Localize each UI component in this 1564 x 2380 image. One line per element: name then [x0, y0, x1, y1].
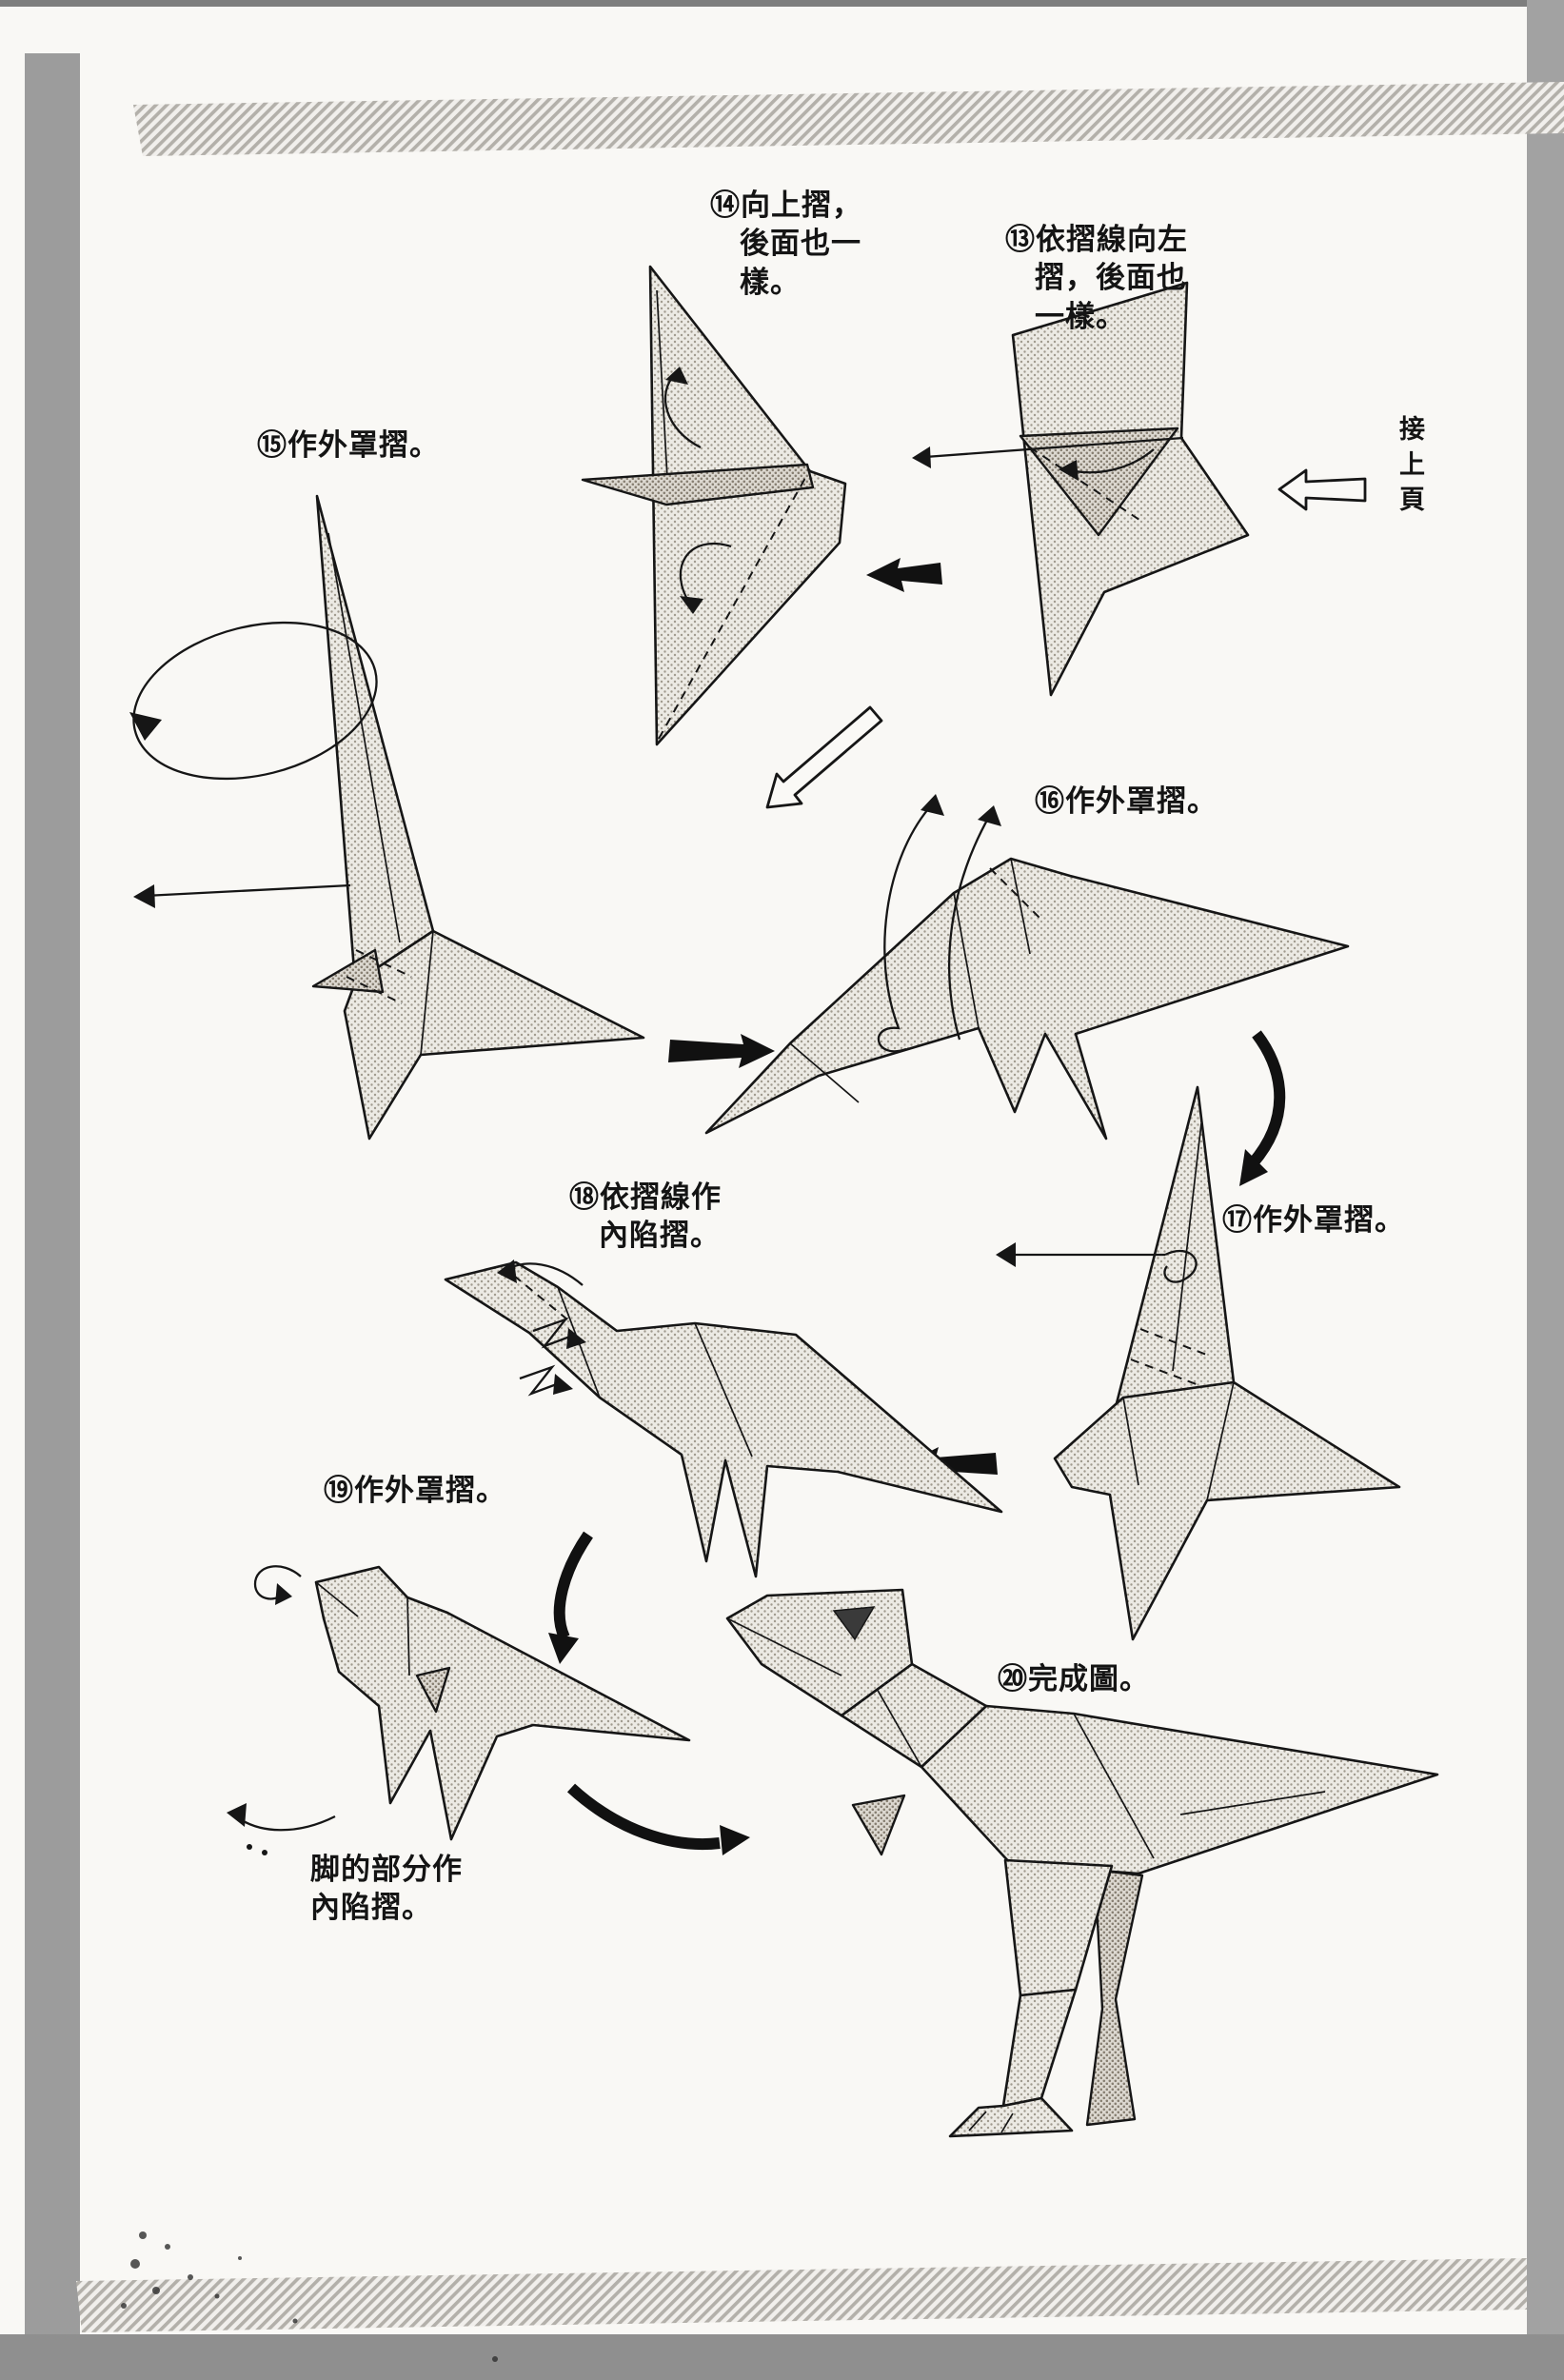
leg-note-line1: 脚的部分作 — [310, 1853, 463, 1886]
bottom-page-edge — [0, 2334, 1564, 2380]
step19-label: ⑲作外罩摺。 — [324, 1472, 506, 1510]
step18-label-line1: ⑱依摺線作 — [569, 1180, 722, 1214]
right-page-edge — [1527, 0, 1564, 2380]
figure-step14 — [581, 265, 847, 746]
figure-step17 — [996, 1085, 1401, 1641]
step15-label-line1: ⑮作外罩摺。 — [257, 428, 440, 462]
leg-note-line2: 內陷摺。 — [310, 1891, 432, 1925]
step14-label-line3: 樣。 — [740, 265, 801, 299]
figure-step19 — [227, 1565, 691, 1855]
step19-label-line1: ⑲作外罩摺。 — [324, 1474, 506, 1507]
step20-label-line1: ⑳完成圖。 — [998, 1662, 1150, 1696]
step13-label: ⑬依摺線向左 摺，後面也 一樣。 — [1005, 221, 1188, 336]
step17-label: ⑰作外罩摺。 — [1222, 1201, 1405, 1240]
arrow-step16-to-step17 — [1239, 1030, 1286, 1186]
step20-label: ⑳完成圖。 — [998, 1660, 1150, 1698]
figure-step18 — [444, 1259, 1003, 1578]
top-hatch-band — [133, 82, 1564, 156]
step16-label: ⑯作外罩摺。 — [1035, 783, 1218, 821]
figure-step16 — [704, 794, 1350, 1140]
step14-label-line1: ⑭向上摺， — [710, 188, 862, 222]
step17-label-line1: ⑰作外罩摺。 — [1222, 1203, 1405, 1237]
bottom-hatch-band — [76, 2258, 1527, 2332]
continued-from-arrow — [1277, 468, 1367, 511]
step13-label-line3: 一樣。 — [1035, 299, 1126, 333]
arrow-step14-to-step15 — [765, 705, 883, 809]
arrow-step19-to-step20 — [566, 1783, 750, 1855]
step16-label-line1: ⑯作外罩摺。 — [1035, 784, 1218, 818]
leg-note-label: 脚的部分作 內陷摺。 — [310, 1851, 463, 1928]
figure-step13 — [912, 281, 1250, 697]
left-page-edge — [25, 53, 80, 2338]
continued-from-previous-page-label: 接上頁 — [1396, 415, 1424, 521]
figure-step20 — [725, 1588, 1439, 2138]
step14-label-line2: 後面也一 — [740, 227, 861, 261]
figure-step15 — [129, 494, 645, 1140]
arrow-step18-to-step19 — [548, 1531, 593, 1664]
step18-label: ⑱依摺線作 內陷摺。 — [569, 1179, 722, 1256]
step13-label-line2: 摺，後面也 — [1035, 261, 1187, 295]
arrow-step15-to-step16 — [668, 1034, 775, 1068]
step13-label-line1: ⑬依摺線向左 — [1005, 223, 1188, 256]
step18-label-line2: 內陷摺。 — [599, 1219, 721, 1253]
scan-noise — [121, 2231, 498, 2362]
arrow-step13-to-step14 — [866, 558, 942, 592]
step14-label: ⑭向上摺， 後面也一 樣。 — [710, 187, 862, 302]
step15-label: ⑮作外罩摺。 — [257, 426, 440, 465]
top-page-edge — [0, 0, 1564, 7]
